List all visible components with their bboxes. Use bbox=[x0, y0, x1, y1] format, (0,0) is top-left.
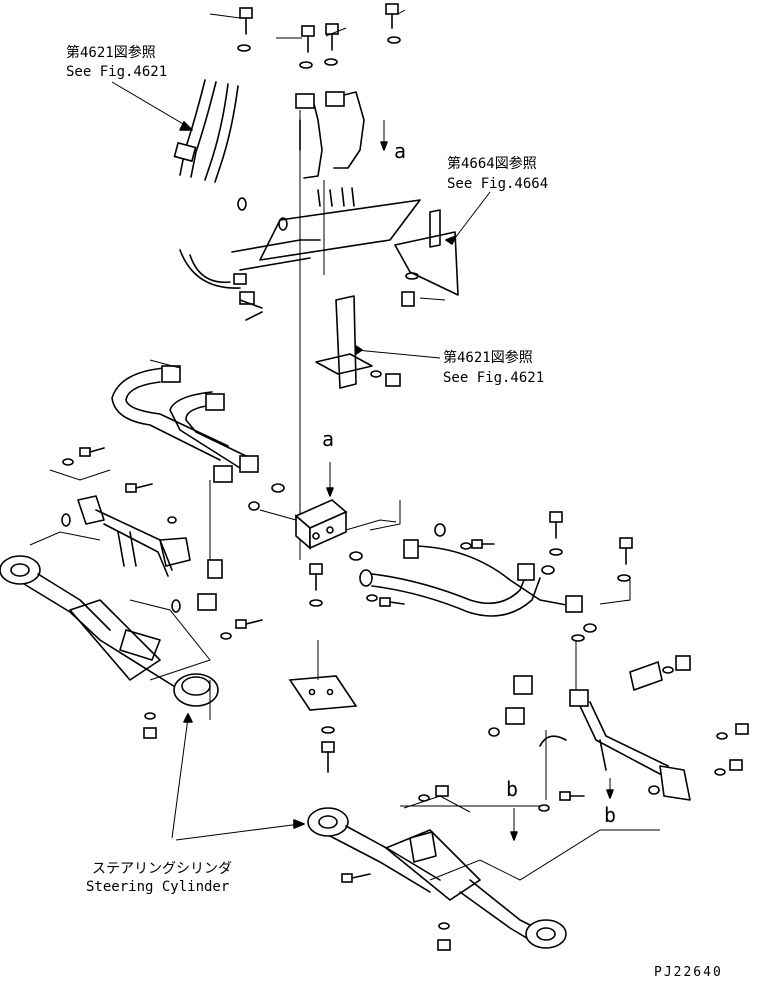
marker-a-mid: a bbox=[322, 427, 334, 451]
upper-clamps bbox=[179, 187, 421, 321]
top-bolts bbox=[209, 3, 406, 69]
drawing-code: PJ22640 bbox=[654, 965, 723, 980]
marker-a-top: a bbox=[394, 139, 406, 163]
valve-block bbox=[248, 483, 397, 561]
callout-en-text: Steering Cylinder bbox=[86, 879, 229, 895]
left-flange bbox=[61, 447, 191, 577]
marker-b-right: b bbox=[604, 803, 616, 827]
callout-en-text: See Fig.4621 bbox=[66, 64, 167, 80]
bracket-4664 bbox=[394, 209, 459, 307]
callout-fig4664: 第4664図参照 See Fig.4664 bbox=[447, 155, 548, 192]
right-bolts bbox=[549, 511, 633, 642]
callout-en-text: See Fig.4664 bbox=[447, 176, 548, 192]
right-steering-cylinder bbox=[307, 785, 585, 951]
callout-jp-text: 第4664図参照 bbox=[447, 155, 537, 172]
left-tubes bbox=[111, 359, 259, 483]
right-lower-pipes bbox=[488, 640, 749, 801]
connection-lines bbox=[29, 469, 660, 881]
callout-fig4621-top: 第4621図参照 See Fig.4621 bbox=[66, 44, 167, 80]
bracket-4621 bbox=[315, 295, 401, 389]
marker-b-left: b bbox=[506, 777, 518, 801]
left-steering-cylinder bbox=[0, 555, 219, 707]
callout-jp-text: 第4621図参照 bbox=[66, 44, 156, 61]
top-hoses bbox=[173, 79, 365, 183]
callout-steering-cylinder: ステアリングシリンダ Steering Cylinder bbox=[86, 861, 232, 895]
centre-bracket bbox=[288, 563, 358, 773]
right-hose bbox=[359, 523, 597, 633]
callout-jp-text: 第4621図参照 bbox=[443, 349, 533, 366]
leader-lines bbox=[111, 81, 614, 841]
left-small-parts bbox=[143, 480, 263, 739]
callout-en-text: See Fig.4621 bbox=[443, 370, 544, 386]
callout-fig4621-mid: 第4621図参照 See Fig.4621 bbox=[443, 349, 544, 386]
callout-jp-text: ステアリングシリンダ bbox=[92, 861, 232, 877]
